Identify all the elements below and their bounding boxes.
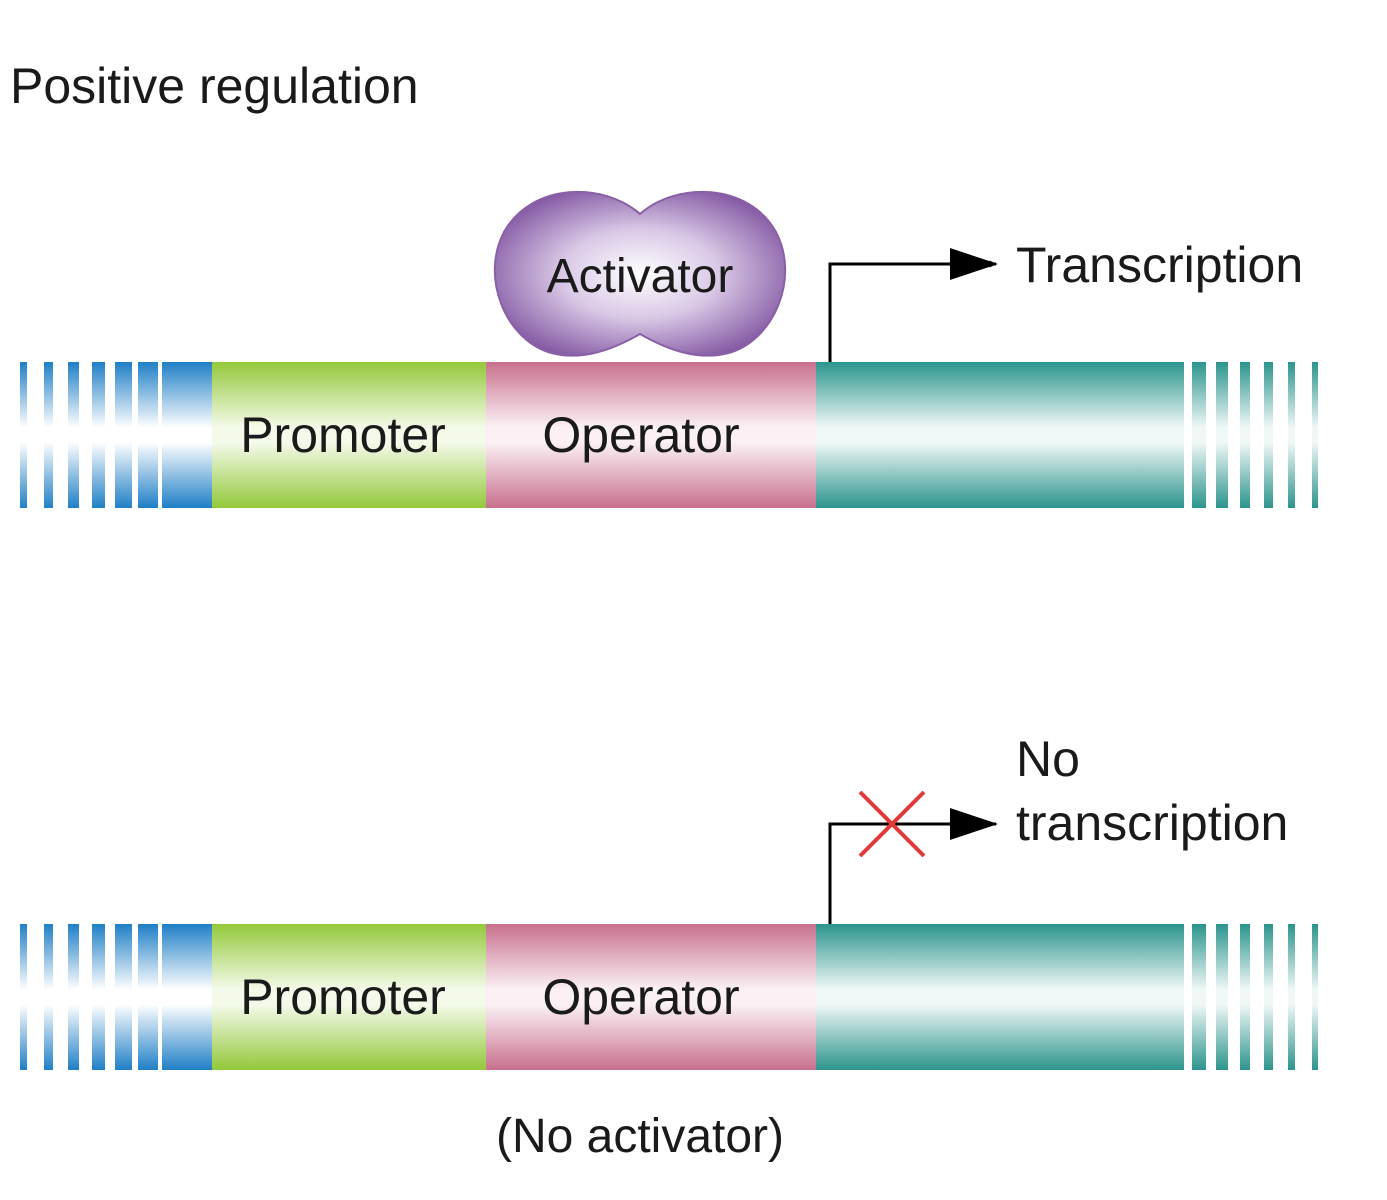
transcription-label: Transcription: [1016, 237, 1303, 293]
dna-right-end: [1168, 362, 1318, 508]
dna-left-end: [20, 924, 212, 1070]
diagram-title: Positive regulation: [10, 58, 419, 114]
cross-mark-icon: [858, 790, 926, 858]
transcription-arrow: [828, 260, 997, 362]
gene-segment: [816, 362, 1168, 508]
promoter-segment: [212, 924, 486, 1070]
operator-segment: [486, 362, 816, 508]
no-activator-caption: (No activator): [496, 1110, 784, 1163]
no-transcription-label-line2: transcription: [1016, 795, 1288, 851]
panel-active: Promoter Operator Activator Transcriptio…: [20, 190, 1318, 508]
no-transcription-label-line1: No: [1016, 731, 1080, 787]
activator-protein: Activator: [493, 190, 787, 357]
operator-segment: [486, 924, 816, 1070]
promoter-segment: [212, 362, 486, 508]
operator-label: Operator: [542, 969, 739, 1025]
blocked-transcription-arrow: [828, 822, 996, 924]
dna-left-end: [20, 362, 212, 508]
activator-label: Activator: [547, 250, 734, 303]
dna-strand: [20, 362, 1318, 508]
promoter-label: Promoter: [240, 407, 446, 463]
dna-strand: [20, 924, 1318, 1070]
dna-right-end: [1168, 924, 1318, 1070]
panel-inactive: Promoter Operator No transcription (No a…: [20, 731, 1318, 1163]
operator-label: Operator: [542, 407, 739, 463]
promoter-label: Promoter: [240, 969, 446, 1025]
gene-segment: [816, 924, 1168, 1070]
